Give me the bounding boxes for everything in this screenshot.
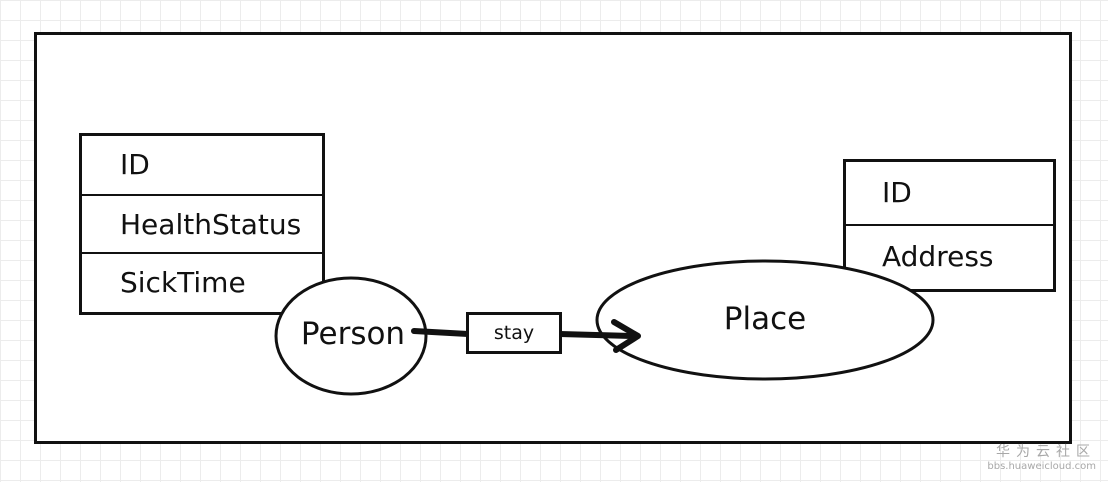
person-entity-ellipse (274, 276, 428, 396)
place-attr-id: ID (882, 176, 912, 209)
watermark-url: bbs.huaweicloud.com (987, 461, 1096, 472)
person-attr-sick-time: SickTime (82, 252, 322, 310)
person-entity-label: Person (300, 316, 406, 352)
arrow-head-icon (611, 319, 641, 353)
person-attribute-box: ID HealthStatus SickTime (79, 133, 325, 315)
person-attr-health-status: HealthStatus (82, 194, 322, 252)
place-entity-label: Place (723, 301, 807, 337)
place-attribute-box: ID Address (843, 159, 1056, 292)
connector-line-stay-place (557, 331, 635, 339)
connector-line-person-stay (411, 328, 471, 337)
watermark-title: 华为云社区 (996, 444, 1096, 460)
relationship-stay-box: stay (466, 312, 562, 354)
watermark: 华为云社区 bbs.huaweicloud.com (987, 441, 1096, 472)
place-entity-ellipse (595, 259, 935, 381)
person-attr-id: ID (120, 148, 150, 181)
place-attr-address: Address (846, 224, 1053, 286)
